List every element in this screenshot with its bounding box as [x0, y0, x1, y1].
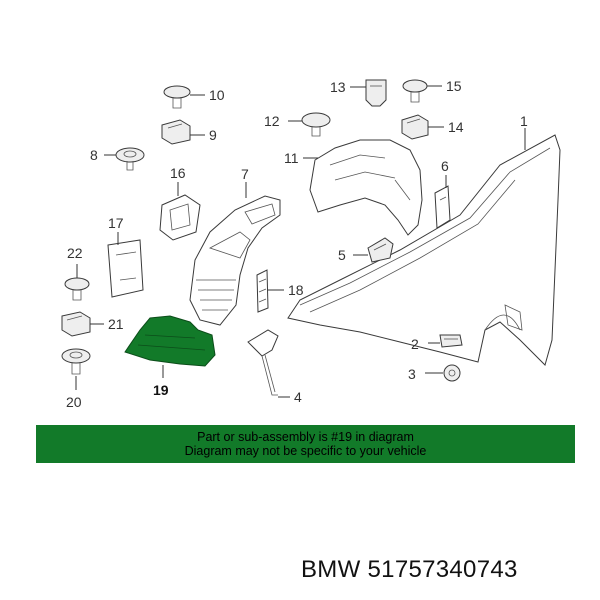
callout-20: 20: [66, 394, 82, 410]
rivet-10: [163, 85, 191, 109]
callout-12: 12: [264, 113, 280, 129]
rivet-15: [402, 79, 428, 103]
callout-3: 3: [408, 366, 416, 382]
notice-line-2: Diagram may not be specific to your vehi…: [184, 444, 427, 458]
fender-panel: [287, 134, 561, 366]
expanding-rivet-20: [61, 348, 91, 375]
trim-18: [256, 269, 269, 313]
callout-7: 7: [241, 166, 249, 182]
callout-16: 16: [170, 165, 186, 181]
callout-19: 19: [153, 382, 169, 398]
callout-21: 21: [108, 316, 124, 332]
bracket-16: [159, 194, 201, 241]
notice-line-1: Part or sub-assembly is #19 in diagram: [197, 430, 414, 444]
nut-3: [443, 364, 461, 382]
clip-5: [367, 237, 394, 263]
callout-13: 13: [330, 79, 346, 95]
callout-8: 8: [90, 147, 98, 163]
wheel-arch-liner-11: [309, 139, 423, 236]
callout-4: 4: [294, 389, 302, 405]
rivet-22: [64, 277, 90, 301]
expanding-rivet-8: [115, 147, 145, 171]
callout-11: 11: [284, 150, 299, 166]
clip-2: [439, 334, 463, 348]
clip-nut-9: [161, 119, 191, 145]
bracket-6: [434, 185, 451, 229]
callout-9: 9: [209, 127, 217, 143]
callout-17: 17: [108, 215, 124, 231]
bracket-4: [247, 329, 279, 396]
callout-6: 6: [441, 158, 449, 174]
part-number-caption: BMW 51757340743: [301, 556, 518, 583]
callout-22: 22: [67, 245, 83, 261]
parts-diagram: 1 2 3 4 5 6 7: [61, 78, 561, 410]
callout-10: 10: [209, 87, 225, 103]
rivet-12: [301, 112, 331, 137]
callout-14: 14: [448, 119, 464, 135]
callout-5: 5: [338, 247, 346, 263]
callout-1: 1: [520, 113, 528, 129]
clip-13: [365, 79, 387, 107]
callout-15: 15: [446, 78, 462, 94]
notice-banner: Part or sub-assembly is #19 in diagram D…: [36, 425, 575, 463]
underbody-shield-19: [124, 315, 216, 367]
wheel-arch-liner-7: [189, 195, 281, 326]
callout-18: 18: [288, 282, 304, 298]
callout-2: 2: [411, 336, 419, 352]
clip-nut-21: [61, 311, 91, 337]
clip-nut-14: [401, 114, 429, 140]
cover-plate-17: [107, 239, 144, 298]
